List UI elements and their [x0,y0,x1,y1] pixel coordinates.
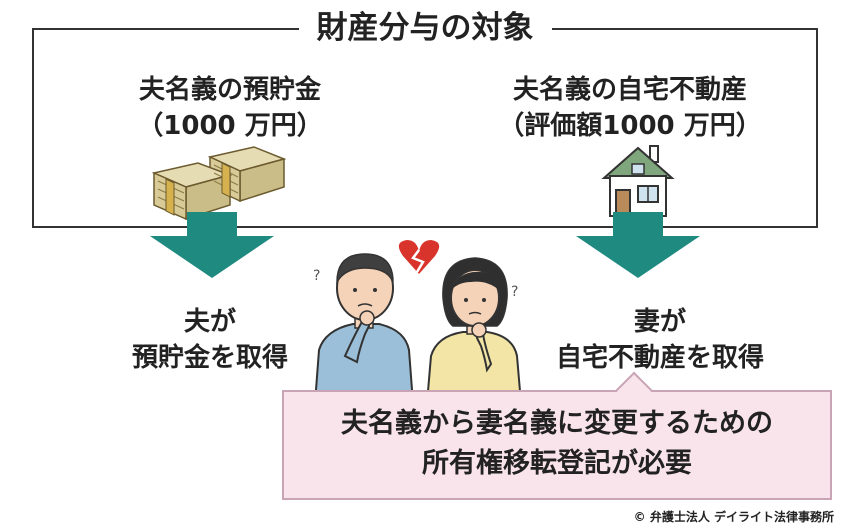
wife-result-line1: 妻が [633,307,686,337]
note-text: 夫名義から妻名義に変更するための 所有権移転登記が必要 [282,404,832,484]
left-asset-line1: 夫名義の預貯金 [138,75,321,105]
svg-text:?: ? [313,268,320,284]
husband-result-line1: 夫が [183,307,236,337]
couple-illustration: ? ? [313,240,523,403]
left-down-arrow-icon [150,212,274,278]
cash-bundles-icon [151,146,287,221]
note-callout [282,390,832,500]
wife-figure: ? [425,257,523,403]
note-line1: 夫名義から妻名義に変更するための [341,408,773,439]
copyright-credit: © 弁護士法人 デイライト法律事務所 [633,510,834,524]
house-icon [601,145,675,217]
right-asset-line1: 夫名義の自宅不動産 [512,75,747,105]
right-asset-line2: （評価額1000 万円） [498,111,762,141]
diagram-title: 財産分与の対象 [0,6,850,50]
wife-result: 妻が 自宅不動産を取得 [510,304,810,376]
left-asset-label: 夫名義の預貯金 （1000 万円） [60,72,400,144]
note-line2: 所有権移転登記が必要 [422,448,692,479]
wife-result-line2: 自宅不動産を取得 [555,343,764,373]
husband-result-line2: 預貯金を取得 [131,343,288,373]
right-asset-label: 夫名義の自宅不動産 （評価額1000 万円） [450,72,810,144]
left-asset-line2: （1000 万円） [137,111,323,141]
svg-text:?: ? [511,284,518,300]
husband-result: 夫が 預貯金を取得 [60,304,360,376]
broken-heart-icon [398,240,440,274]
husband-figure: ? [313,253,415,403]
right-down-arrow-icon [576,212,700,278]
